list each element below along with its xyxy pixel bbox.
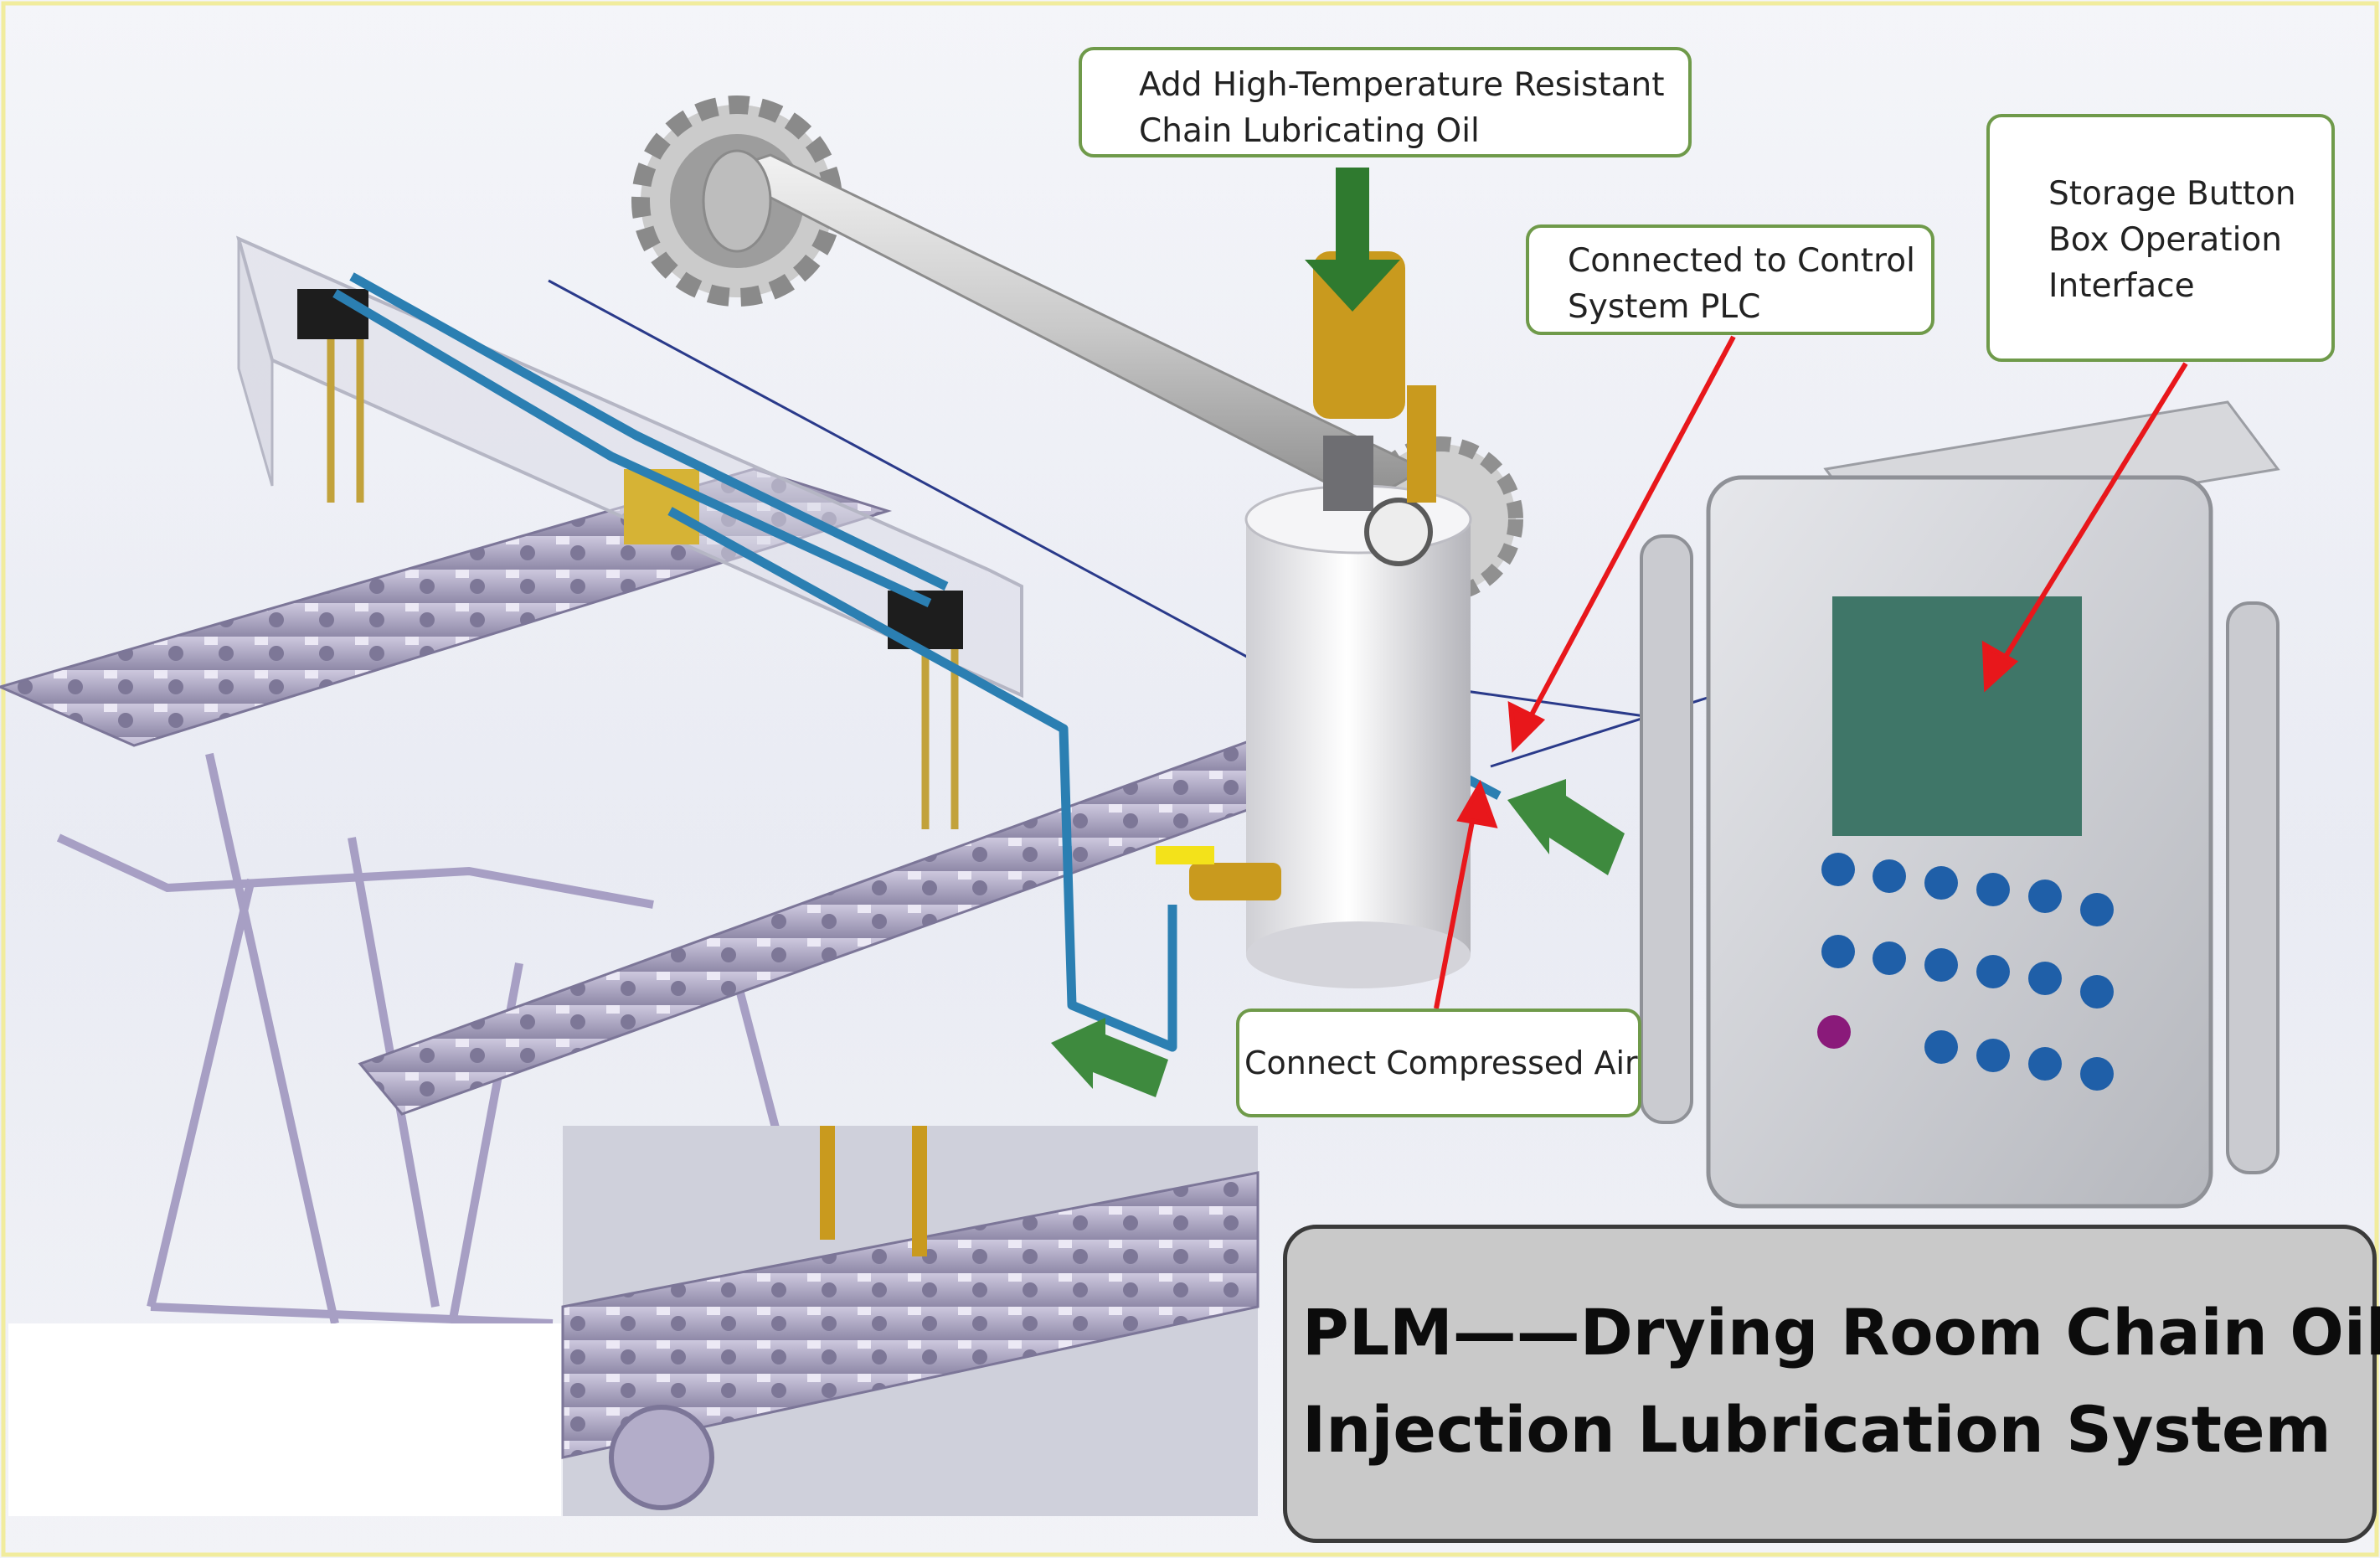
- red-pointer-arrow-icon: [1507, 335, 1736, 753]
- relief-valve: [1407, 385, 1436, 503]
- pressure-gauge: [1364, 498, 1433, 566]
- plc-wire: [1490, 685, 1743, 768]
- callout-add-oil-line2: Chain Lubricating Oil: [1139, 112, 1480, 150]
- stop-button: [1817, 1015, 1851, 1049]
- injector-housing-side: [237, 238, 274, 487]
- injector-nozzles: [327, 339, 959, 829]
- pressure-regulator: [1323, 436, 1373, 511]
- callout-compressed-air-label: Connect Compressed Air: [1244, 1045, 1638, 1081]
- red-pointer-arrow-icon: [1434, 779, 1498, 1009]
- green-flow-arrow-icon: [1507, 779, 1625, 875]
- drain-valve: [1189, 863, 1281, 900]
- callout-storage-line1: Storage Button: [2048, 175, 2296, 213]
- green-flow-arrow-icon: [1051, 1018, 1168, 1097]
- callout-add-oil: Add High-Temperature Resistant Chain Lub…: [1079, 47, 1692, 157]
- oil-tank: [1244, 484, 1472, 988]
- inset-white-margin: [8, 1323, 561, 1516]
- callout-compressed-air: Connect Compressed Air: [1236, 1009, 1641, 1117]
- callout-storage-line2: Box Operation: [2048, 221, 2282, 259]
- shaft-end: [702, 149, 772, 253]
- callout-storage-box: Storage Button Box Operation Interface: [1986, 114, 2335, 362]
- chain-detail-inset: [561, 1126, 1260, 1516]
- title-line1: PLM——Drying Room Chain Oil: [1302, 1295, 2380, 1370]
- red-pointer-arrow-icon: [1981, 362, 2188, 693]
- title-line2: Injection Lubrication System: [1302, 1392, 2331, 1467]
- control-buttons: [1821, 853, 2114, 1091]
- callout-storage-line3: Interface: [2048, 267, 2195, 305]
- callout-plc-line1: Connected to Control: [1568, 242, 1915, 280]
- callout-plc: Connected to Control System PLC: [1526, 224, 1934, 335]
- lower-chain-track: [358, 719, 1359, 1116]
- title-box: PLM——Drying Room Chain Oil Injection Lub…: [1283, 1225, 2380, 1543]
- callout-add-oil-line1: Add High-Temperature Resistant: [1139, 66, 1665, 104]
- green-flow-arrow-icon: [1305, 168, 1400, 312]
- injector-valve-left: [297, 289, 368, 339]
- callout-plc-line2: System PLC: [1568, 288, 1761, 326]
- control-screen: [1832, 596, 2082, 836]
- drain-valve-handle: [1156, 846, 1214, 864]
